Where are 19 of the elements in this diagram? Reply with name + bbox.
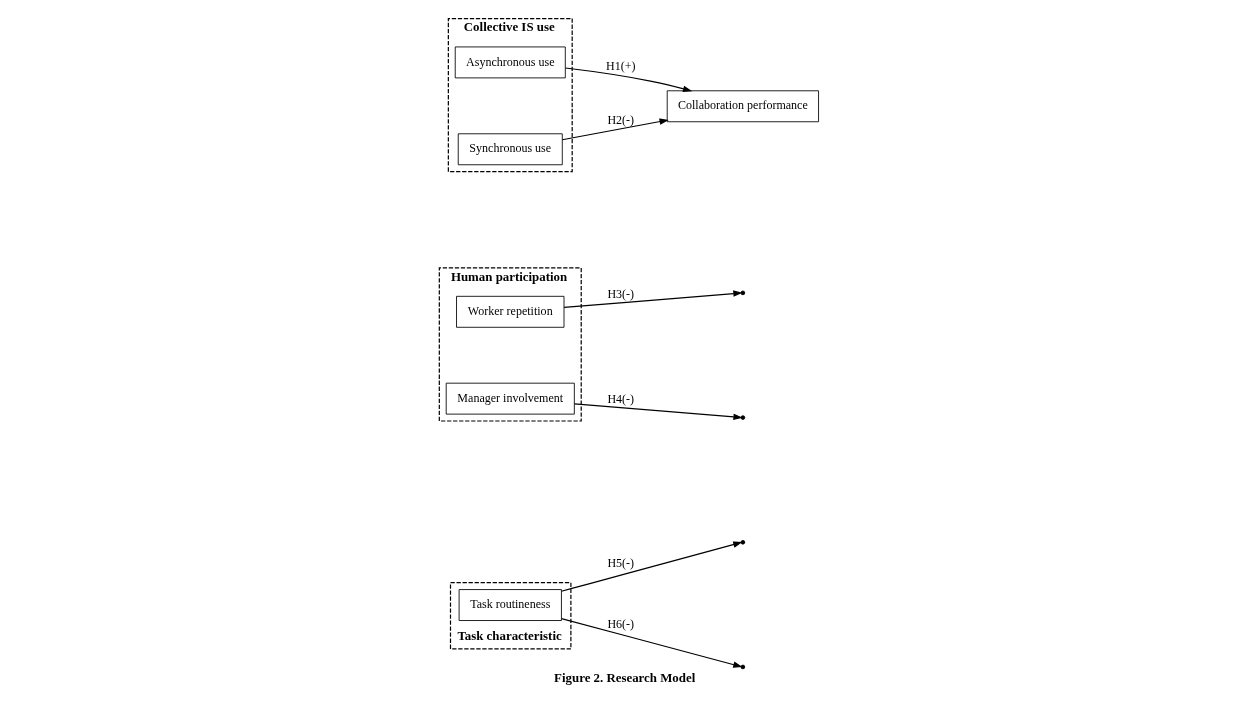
- arrow: [563, 290, 743, 309]
- edge-label: H3(-): [606, 287, 634, 302]
- arrow: [573, 403, 743, 421]
- arrow: [564, 67, 692, 92]
- caption: Figure 2. Research Model: [553, 670, 695, 685]
- edge-label: H6(-): [606, 616, 634, 631]
- arrow: [560, 541, 743, 592]
- node-box: Asynchronous use: [454, 46, 566, 79]
- node-box: Worker repetition: [455, 295, 564, 328]
- edge-label: H5(-): [606, 556, 634, 571]
- edge-label: H2(-): [606, 112, 634, 127]
- arrow: [560, 617, 742, 668]
- edge-label: H4(-): [606, 392, 634, 407]
- node-box: Collaboration performance: [666, 90, 819, 123]
- edge-label: H1(+): [605, 59, 635, 74]
- node-box: Synchronous use: [457, 133, 563, 166]
- node-box: Task routineness: [458, 589, 562, 621]
- node-box: Manager involvement: [445, 382, 575, 415]
- arrow: [561, 118, 669, 141]
